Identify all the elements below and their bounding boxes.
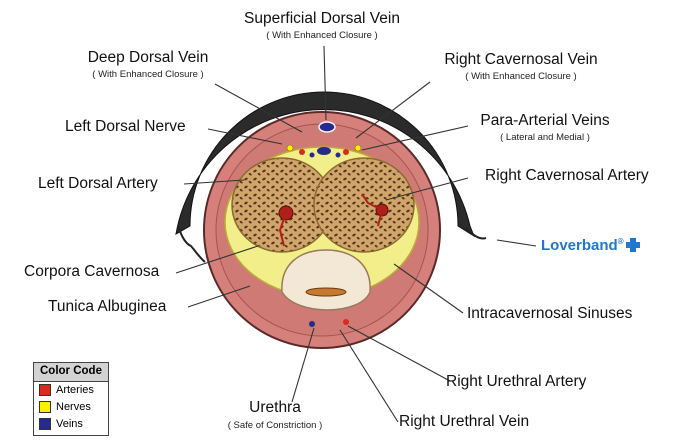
note-deep-dorsal-vein: ( With Enhanced Closure ) [92, 70, 203, 80]
nerves-swatch [39, 401, 51, 413]
deep-dorsal-vein [317, 147, 331, 155]
para-arterial-vein-right [336, 153, 341, 158]
note-superficial-dorsal-vein: ( With Enhanced Closure ) [266, 31, 377, 41]
veins-swatch [39, 418, 51, 430]
label-right-urethral-vein: Right Urethral Vein [399, 414, 529, 430]
legend-label-nerves: Nerves [56, 401, 91, 413]
label-urethra: Urethra [249, 400, 301, 416]
label-right-urethral-artery: Right Urethral Artery [446, 374, 586, 390]
brand-name: Loverband [541, 237, 618, 254]
right-dorsal-artery-dot [343, 149, 349, 155]
arteries-swatch [39, 384, 51, 396]
brand-registered-mark: ® [618, 237, 624, 246]
superficial-dorsal-vein [319, 122, 335, 132]
left-dorsal-artery-dot [299, 149, 305, 155]
right-corpus-cavernosum [314, 158, 414, 252]
legend-item-nerves: Nerves [34, 399, 108, 416]
label-para-arterial-veins: Para-Arterial Veins [480, 113, 609, 129]
color-code-legend: Color Code Arteries Nerves Veins [33, 362, 109, 436]
label-right-cavernosal-vein: Right Cavernosal Vein [444, 52, 597, 68]
right-urethral-artery-dot [343, 319, 349, 325]
note-urethra: ( Safe of Constriction ) [228, 421, 323, 431]
legend-item-arteries: Arteries [34, 382, 108, 399]
brand-logo: Loverband® [541, 238, 640, 253]
urethra-lumen [306, 288, 346, 296]
legend-label-arteries: Arteries [56, 384, 94, 396]
label-intracavernosal-sinuses: Intracavernosal Sinuses [467, 306, 632, 322]
note-para-arterial-veins: ( Lateral and Medial ) [500, 133, 590, 143]
label-left-dorsal-artery: Left Dorsal Artery [38, 176, 158, 192]
plus-icon [626, 238, 640, 252]
label-left-dorsal-nerve: Left Dorsal Nerve [65, 119, 186, 135]
label-right-cavernosal-artery: Right Cavernosal Artery [485, 168, 649, 184]
note-right-cavernosal-vein: ( With Enhanced Closure ) [465, 72, 576, 82]
legend-title: Color Code [34, 363, 108, 382]
corpus-spongiosum [282, 250, 370, 310]
para-arterial-vein-left [310, 153, 315, 158]
band-left-tail [178, 226, 205, 262]
label-deep-dorsal-vein: Deep Dorsal Vein [88, 50, 209, 66]
label-superficial-dorsal-vein: Superficial Dorsal Vein [244, 11, 400, 27]
legend-label-veins: Veins [56, 418, 83, 430]
right-dorsal-nerve-dot [355, 145, 361, 151]
left-dorsal-nerve-dot [287, 145, 293, 151]
legend-item-veins: Veins [34, 416, 108, 433]
label-tunica-albuginea: Tunica Albuginea [48, 299, 166, 315]
right-urethral-vein-dot [309, 321, 315, 327]
label-corpora-cavernosa: Corpora Cavernosa [24, 264, 159, 280]
